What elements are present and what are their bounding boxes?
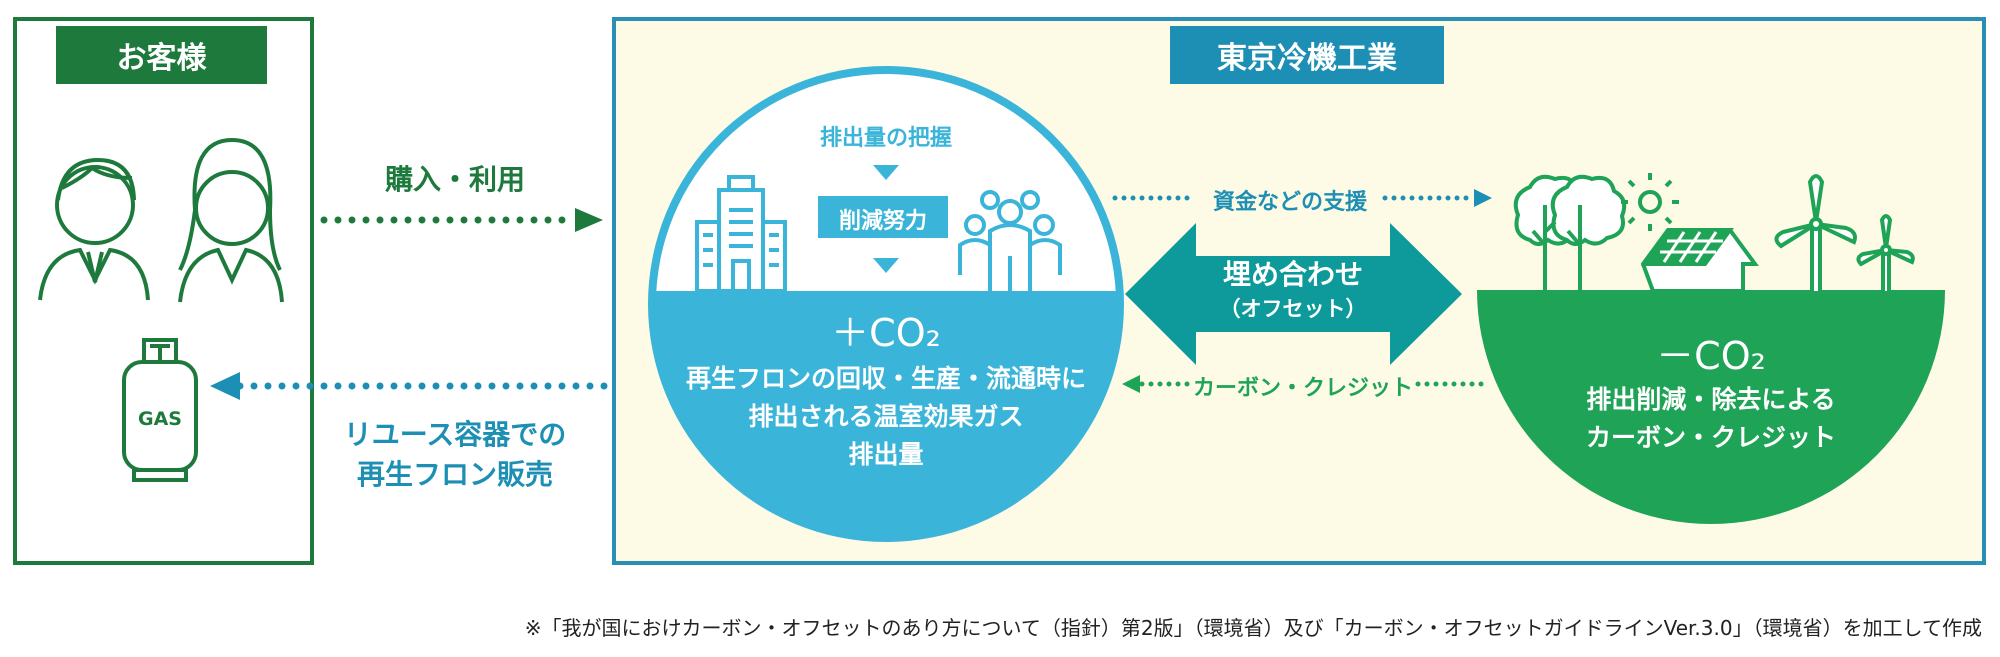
offset-line2: （オフセット）: [1219, 297, 1367, 321]
emission-co2: ＋CO₂: [831, 311, 941, 355]
footnote: ※「我が国におけカーボン・オフセットのあり方について（指針）第2版」（環境省）及…: [524, 616, 1982, 640]
emission-step1: 排出量の把握: [819, 126, 953, 151]
offset-double-arrow: [1125, 223, 1462, 365]
businesswoman-icon: [178, 137, 284, 303]
emission-step2: 削減努力: [838, 209, 928, 234]
reuse-label-line1: リユース容器での: [343, 418, 567, 451]
wind-turbine-icon: [1774, 174, 1915, 291]
customer-title: お客様: [56, 26, 267, 84]
emission-line2: 排出される温室効果ガス: [748, 402, 1024, 431]
reduction-half-circle: [1477, 290, 1945, 524]
reduction-effort-box: [818, 196, 948, 238]
emission-description: 再生フロンの回収・生産・流通時に 排出される温室効果ガス 排出量: [686, 360, 1086, 474]
down-triangle-2: [873, 258, 899, 273]
purchase-arrowhead: [575, 208, 603, 232]
credit-arrowhead: [1122, 375, 1140, 393]
purchase-label: 購入・利用: [384, 163, 526, 196]
trees-icon: [1513, 174, 1627, 291]
reduction-line1: 排出削減・除去による: [1586, 385, 1836, 414]
gas-label: GAS: [138, 408, 182, 430]
reuse-label: リユース容器での 再生フロン販売: [344, 415, 567, 495]
gas-cylinder-icon: [122, 338, 198, 482]
people-group-icon: [958, 190, 1062, 291]
emission-line3: 排出量: [848, 440, 924, 469]
support-label: 資金などの支援: [1212, 190, 1368, 215]
down-triangle-1: [873, 165, 899, 180]
company-title: 東京冷機工業: [1170, 26, 1444, 84]
reduction-line2: カーボン・クレジット: [1585, 423, 1837, 452]
sun-icon: [1621, 173, 1679, 231]
support-arrowhead: [1474, 189, 1492, 207]
offset-line1: 埋め合わせ: [1222, 258, 1363, 291]
reuse-arrowhead: [210, 372, 240, 400]
businessman-icon: [38, 157, 150, 301]
credit-label: カーボン・クレジット: [1192, 376, 1414, 401]
reduction-description: 排出削減・除去による カーボン・クレジット: [1586, 381, 1836, 457]
building-icon: [695, 175, 787, 293]
reuse-label-line2: 再生フロン販売: [356, 458, 554, 491]
emission-line1: 再生フロンの回収・生産・流通時に: [685, 364, 1087, 393]
reduction-co2: －CO₂: [1656, 334, 1766, 378]
offset-label: 埋め合わせ （オフセット）: [1220, 258, 1367, 326]
solar-house-icon: [1640, 228, 1759, 293]
